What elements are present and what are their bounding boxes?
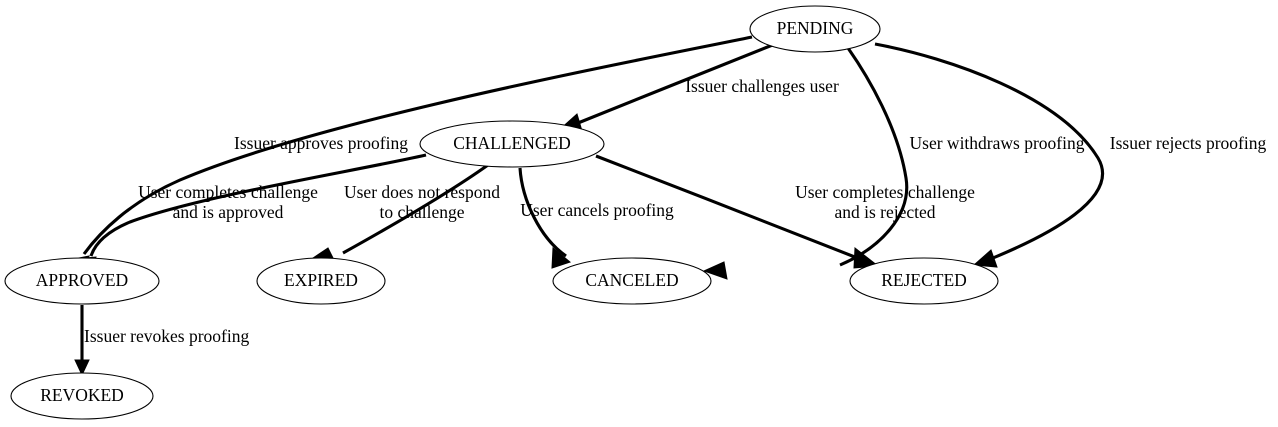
edge-pending-challenged: Issuer challenges user	[556, 42, 839, 132]
edge-line-challenged-rejected	[595, 154, 861, 261]
edge-pending-rejected: Issuer rejects proofing	[874, 42, 1267, 268]
state-node-canceled[interactable]: CANCELED	[552, 257, 712, 305]
edge-challenged-canceled: User cancels proofing	[518, 167, 674, 269]
node-ellipse-pending	[749, 5, 881, 53]
edge-pending-approved: Issuer approves proofing	[78, 35, 753, 274]
edge-line-pending-approved	[82, 35, 753, 255]
edge-line-pending-challenged	[577, 42, 776, 125]
node-ellipse-challenged	[419, 120, 605, 168]
node-label-challenged: CHALLENGED	[453, 133, 571, 153]
node-label-canceled: CANCELED	[585, 270, 678, 290]
node-ellipse-expired	[256, 257, 386, 305]
arrowhead-icon	[702, 261, 728, 280]
edge-pending-canceled: User withdraws proofing	[702, 47, 1085, 280]
edge-line-pending-rejected	[874, 42, 1105, 260]
node-ellipse-canceled	[552, 257, 712, 305]
edge-label-pending-canceled: User withdraws proofing	[910, 133, 1085, 153]
node-label-rejected: REJECTED	[881, 270, 967, 290]
state-node-expired[interactable]: EXPIRED	[256, 257, 386, 305]
arrowhead-icon	[74, 359, 90, 377]
node-layer: PENDING CHALLENGED APPROVED EXPIRED CANCELED…	[4, 5, 999, 420]
arrowhead-icon	[972, 249, 998, 268]
edge-label-approved-revoked: Issuer revokes proofing	[84, 326, 249, 346]
state-node-pending[interactable]: PENDING	[749, 5, 881, 53]
state-node-approved[interactable]: APPROVED	[4, 257, 160, 305]
edge-label-challenged-canceled: User cancels proofing	[520, 200, 674, 220]
state-node-challenged[interactable]: CHALLENGED	[419, 120, 605, 168]
edge-approved-revoked: Issuer revokes proofing	[74, 305, 249, 377]
edge-line-challenged-approved	[89, 153, 427, 257]
edge-line-pending-canceled	[839, 47, 909, 267]
state-node-rejected[interactable]: REJECTED	[849, 257, 999, 305]
node-label-pending: PENDING	[777, 18, 854, 38]
edge-layer: Issuer approves proofing Issuer challenge…	[74, 35, 1267, 377]
edge-label-pending-rejected: Issuer rejects proofing	[1110, 133, 1267, 153]
node-ellipse-approved	[4, 257, 160, 305]
edge-label-pending-approved: Issuer approves proofing	[234, 133, 408, 153]
arrowhead-icon	[551, 246, 572, 269]
node-label-approved: APPROVED	[36, 270, 128, 290]
edge-line-challenged-canceled	[518, 167, 567, 258]
node-label-expired: EXPIRED	[284, 270, 358, 290]
node-ellipse-rejected	[849, 257, 999, 305]
edge-line-challenged-expired	[342, 163, 489, 255]
edge-label-pending-challenged: Issuer challenges user	[685, 76, 839, 96]
node-label-revoked: REVOKED	[40, 385, 124, 405]
node-ellipse-revoked	[10, 372, 154, 420]
state-node-revoked[interactable]: REVOKED	[10, 372, 154, 420]
